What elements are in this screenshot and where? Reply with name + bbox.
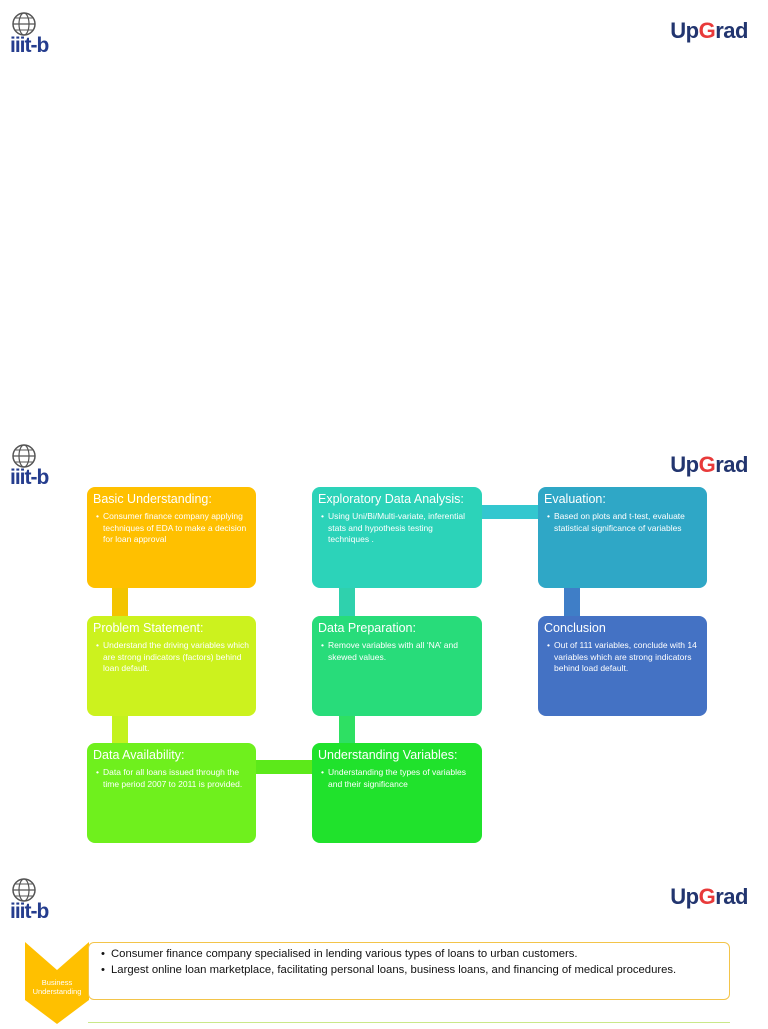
step-bullet: Based on plots and t-test, evaluate stat… (547, 511, 701, 534)
step-bullet: Remove variables with all ‘NA’ and skewe… (321, 640, 476, 663)
iiitb-logo: iiit-b (10, 878, 72, 924)
iiitb-logo-text: iiit-b (10, 34, 49, 57)
globe-icon (12, 878, 36, 902)
connector-preparation-eda (339, 588, 355, 616)
step-bullet: Using Uni/Bi/Multi-variate, inferential … (321, 511, 476, 546)
connector-problem-availability (112, 715, 128, 743)
iiitb-logo: iiit-b (10, 12, 72, 58)
step-exploratory-data-analysis: Exploratory Data Analysis: Using Uni/Bi/… (312, 487, 482, 588)
iiitb-logo-text: iiit-b (10, 900, 49, 923)
step-data-preparation: Data Preparation: Remove variables with … (312, 616, 482, 716)
business-understanding-label: Business Understanding (32, 978, 82, 996)
step-bullet: Consumer finance company applying techni… (96, 511, 250, 546)
globe-icon (12, 12, 36, 36)
business-bullet: Consumer finance company specialised in … (101, 947, 719, 963)
step-understanding-variables: Understanding Variables: Understanding t… (312, 743, 482, 843)
globe-icon (12, 444, 36, 468)
connector-variables-preparation (339, 715, 355, 743)
step-title: Problem Statement: (93, 621, 204, 635)
step-title: Data Preparation: (318, 621, 416, 635)
slide-3: iiit-b UpGrad Business Understanding Con… (0, 860, 768, 1024)
iiitb-logo-text: iiit-b (10, 466, 49, 489)
step-title: Exploratory Data Analysis: (318, 492, 464, 506)
step-title: Basic Understanding: (93, 492, 212, 506)
iiitb-logo: iiit-b (10, 444, 72, 490)
step-bullet: Data for all loans issued through the ti… (96, 767, 250, 790)
connector-availability-variables (255, 760, 313, 774)
step-title: Conclusion (544, 621, 606, 635)
connector-basic-problem (112, 588, 128, 616)
step-evaluation: Evaluation: Based on plots and t-test, e… (538, 487, 707, 588)
step-bullet: Out of 111 variables, conclude with 14 v… (547, 640, 701, 675)
step-title: Evaluation: (544, 492, 606, 506)
upgrad-logo: UpGrad (670, 452, 748, 477)
step-data-availability: Data Availability: Data for all loans is… (87, 743, 256, 843)
business-bullet: Largest online loan marketplace, facilit… (101, 963, 719, 979)
upgrad-logo: UpGrad (670, 18, 748, 43)
step-basic-understanding: Basic Understanding: Consumer finance co… (87, 487, 256, 588)
business-understanding-panel: Consumer finance company specialised in … (88, 942, 730, 1000)
next-panel-edge (88, 1022, 730, 1029)
connector-eda-evaluation (481, 505, 539, 519)
slide-2: iiit-b UpGrad Basic Understanding: Consu… (0, 430, 768, 860)
step-problem-statement: Problem Statement: Understand the drivin… (87, 616, 256, 716)
connector-evaluation-conclusion (564, 588, 580, 616)
business-understanding-chevron (25, 942, 89, 1024)
step-bullet: Understanding the types of variables and… (321, 767, 476, 790)
step-conclusion: Conclusion Out of 111 variables, conclud… (538, 616, 707, 716)
step-bullet: Understand the driving variables which a… (96, 640, 250, 675)
step-title: Understanding Variables: (318, 748, 458, 762)
upgrad-logo: UpGrad (670, 884, 748, 909)
step-title: Data Availability: (93, 748, 185, 762)
slide-1: iiit-b UpGrad (0, 0, 768, 430)
